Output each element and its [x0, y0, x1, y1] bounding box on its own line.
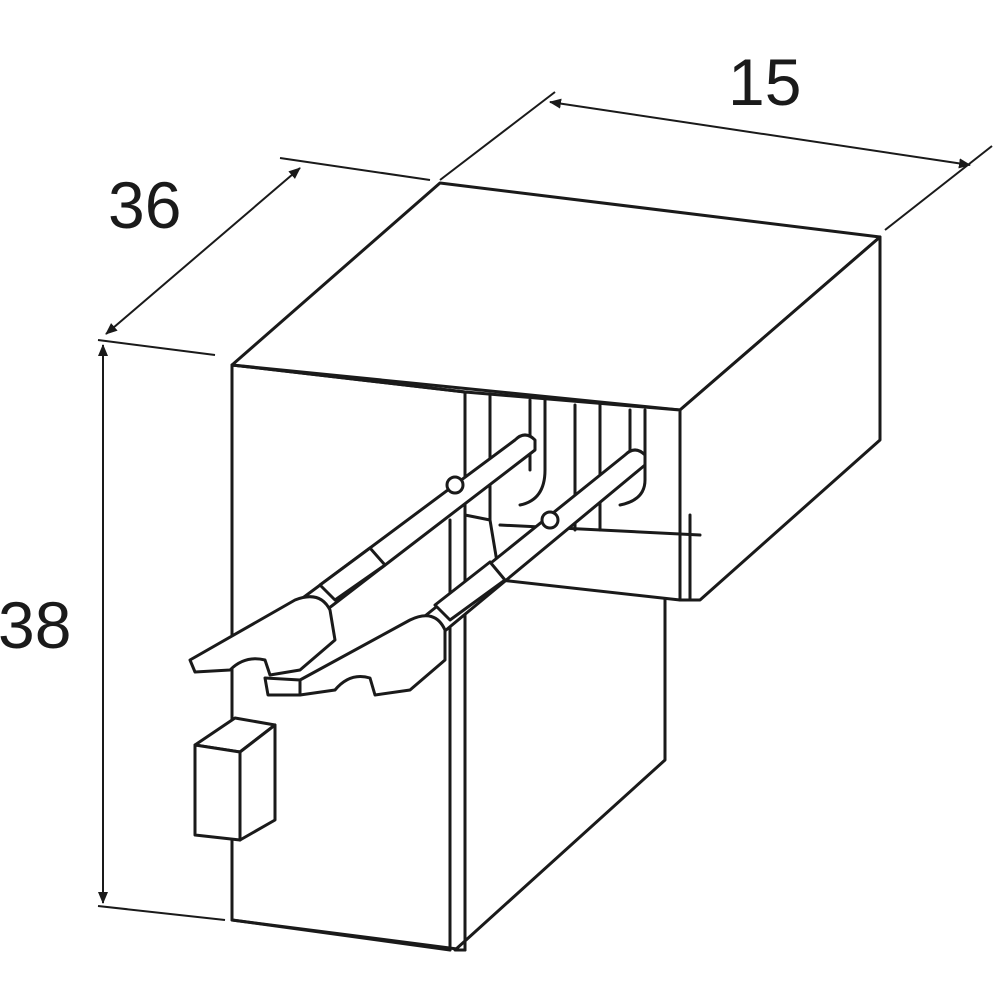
dimension-depth	[105, 157, 431, 335]
height-label: 38	[0, 588, 71, 662]
dimension-width	[439, 91, 993, 231]
dimension-height	[97, 339, 226, 921]
width-label: 15	[728, 45, 801, 119]
fork-terminal-right	[263, 614, 447, 697]
wire-right	[418, 448, 647, 637]
fork-terminal-left	[188, 595, 337, 677]
wire-left	[298, 433, 537, 617]
small-block	[193, 716, 277, 842]
depth-label: 36	[108, 168, 181, 242]
